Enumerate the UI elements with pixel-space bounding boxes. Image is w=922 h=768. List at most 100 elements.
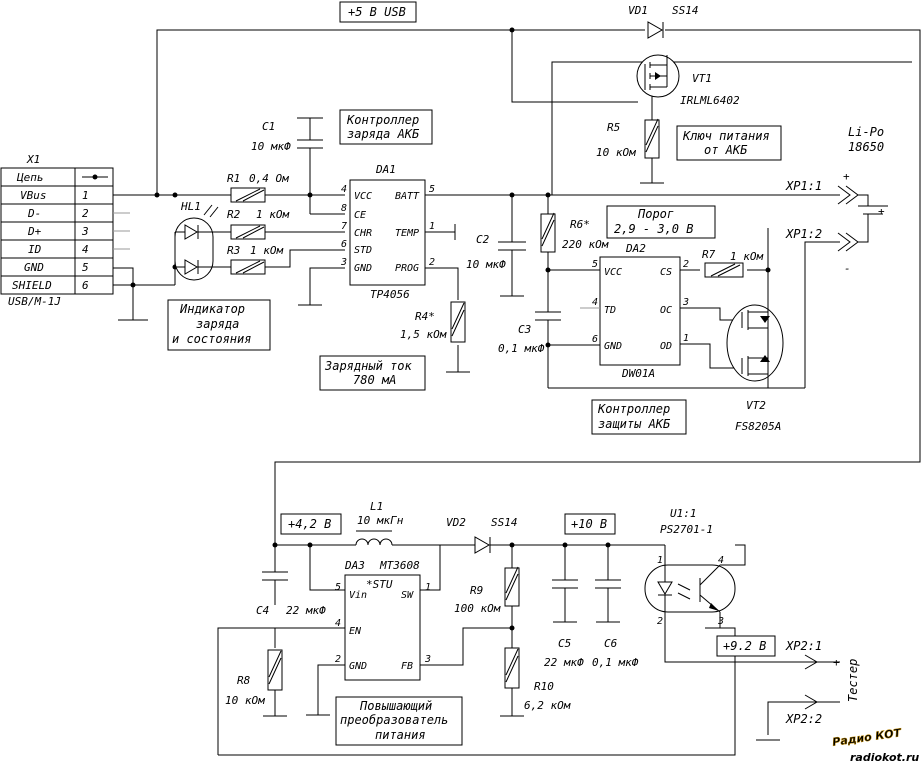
resistor-r7: R7 1 кОм: [702, 248, 763, 278]
da1-pin3: 3: [340, 257, 347, 268]
da2-pin6: 6: [592, 334, 598, 345]
usb-5v-text: +5 В USB: [348, 5, 406, 19]
da1-temp: TEMP: [395, 228, 419, 239]
xp1-2-label: XP1:2: [785, 227, 822, 241]
xp2-1-label: XP2:1: [785, 639, 822, 653]
tester-connector-xp2: XP2:1 + XP2:2 - Тестер: [785, 639, 860, 726]
threshold-line1: Порог: [637, 207, 674, 221]
v42-text: +4,2 В: [288, 517, 331, 531]
da3-sw: SW: [401, 590, 414, 601]
r1-value: 0,4 Ом: [249, 172, 289, 185]
r5-label: R5: [607, 121, 620, 134]
da1-pin5: 5: [429, 184, 435, 195]
da2-part: DW01A: [621, 367, 655, 380]
xp1-minus-sign: -: [844, 262, 851, 275]
battery-plus-sign: +: [878, 205, 885, 218]
indicator-note: Индикатор заряда и состояния: [167, 299, 271, 351]
da3-pin2: 2: [335, 654, 341, 665]
da1-label: DA1: [375, 163, 396, 176]
da1-pin7: 7: [341, 221, 347, 232]
x1-row-1-name: VBus: [20, 189, 47, 202]
da2-label: DA2: [625, 242, 646, 255]
da2-oc: OC: [660, 305, 672, 316]
da2-pin1: 1: [683, 333, 689, 344]
r6-value: 220 кОм: [562, 238, 609, 251]
u1-part: PS2701-1: [660, 523, 713, 536]
xp2-plus-sign: +: [833, 656, 840, 669]
da3-gnd: GND: [349, 661, 367, 672]
x1-row-3-pin: 3: [81, 225, 89, 238]
key-note-line2: от АКБ: [704, 143, 748, 157]
xp1-plus-sign: +: [843, 170, 850, 183]
r10-value: 6,2 кОм: [524, 699, 571, 712]
wires-bottom: [217, 544, 840, 756]
watermark-logo: Радио КОТ: [831, 726, 903, 749]
da2-td: TD: [604, 305, 616, 316]
resistor-r9: R9 100 кОм: [454, 566, 520, 615]
boost-note: Повышающий преобразователь питания: [335, 696, 463, 746]
protection-note: Контроллер защиты АКБ: [591, 399, 687, 435]
ic-da2-dw01a: DA2 DW01A 5 VCC 4 TD 6 GND 2 CS 3 OC 1 O…: [580, 242, 689, 380]
resistor-r3: R3 1 кОм: [227, 244, 283, 275]
r3-value: 1 кОм: [250, 244, 283, 257]
c4-label: C4: [256, 604, 269, 617]
da3-pin1: 1: [425, 582, 431, 593]
protection-line2: защиты АКБ: [598, 417, 671, 431]
r2-label: R2: [227, 208, 241, 221]
vt1-part: IRLML6402: [680, 94, 740, 107]
x1-row-2-pin: 2: [82, 207, 89, 220]
charge-current-note: Зарядный ток 780 мА: [319, 355, 426, 391]
da2-pin2: 2: [683, 259, 689, 270]
u1-pin3: 3: [717, 616, 724, 627]
c4-value: 22 мкФ: [286, 604, 326, 617]
v92-label: +9.2 В: [716, 635, 776, 657]
c5-label: C5: [558, 637, 571, 650]
boost-line1: Повышающий: [359, 699, 432, 713]
battery-type: Li-Po: [848, 125, 884, 139]
da1-chr: CHR: [354, 228, 372, 239]
battery-size: 18650: [848, 140, 884, 154]
vd2-part: SS14: [491, 516, 518, 529]
power-key-note: Ключ питания от АКБ: [676, 125, 782, 161]
x1-row-6-name: SHIELD: [12, 279, 52, 292]
mosfet-vt1: VT1 IRLML6402: [636, 54, 740, 107]
resistor-r8: R8 10 кОм: [225, 649, 287, 717]
capacitor-c2: C2 10 мкФ: [466, 233, 526, 297]
x1-row-1-pin: 1: [82, 189, 89, 202]
protection-line1: Контроллер: [597, 402, 670, 416]
u1-pin4: 4: [718, 555, 724, 566]
da1-pin4: 4: [341, 184, 347, 195]
resistor-r2: R2 1 кОм: [227, 208, 289, 240]
radiokot-watermark: Радио КОТ radiokot.ru: [831, 726, 919, 764]
r4-value: 1,5 кОм: [400, 328, 447, 341]
r10-label: R10: [534, 680, 554, 693]
r5-value: 10 кОм: [596, 146, 636, 159]
c6-value: 0,1 мкФ: [592, 656, 639, 669]
charger-note-line2: заряда АКБ: [347, 127, 420, 141]
resistor-r10: R10 6,2 кОм: [500, 647, 571, 717]
tester-label: Тестер: [846, 659, 860, 702]
da1-ce: CE: [354, 210, 366, 221]
c3-value: 0,1 мкФ: [498, 342, 545, 355]
da1-prog: PROG: [395, 263, 419, 274]
r9-label: R9: [470, 584, 483, 597]
vt2-part: FS8205A: [735, 420, 781, 433]
r2-value: 1 кОм: [256, 208, 289, 221]
resistor-r4: R4* 1,5 кОм: [400, 301, 470, 373]
resistor-r6: R6* 220 кОм: [540, 212, 609, 253]
x1-header: Цепь: [16, 171, 44, 184]
r4-label: R4*: [415, 310, 435, 323]
da1-std: STD: [354, 245, 372, 256]
v10-label: +10 В: [564, 513, 616, 535]
da1-pin8: 8: [341, 203, 347, 214]
indicator-note-line1: Индикатор: [179, 302, 245, 316]
da1-pin6: 6: [341, 239, 347, 250]
c2-label: C2: [476, 233, 490, 246]
indicator-note-line3: и состояния: [172, 332, 251, 346]
da2-pin5: 5: [592, 259, 598, 270]
r9-value: 100 кОм: [454, 602, 501, 615]
r7-label: R7: [702, 248, 716, 261]
boost-line2: преобразователь: [340, 713, 448, 727]
inductor-l1: L1 10 мкГн: [355, 500, 404, 546]
